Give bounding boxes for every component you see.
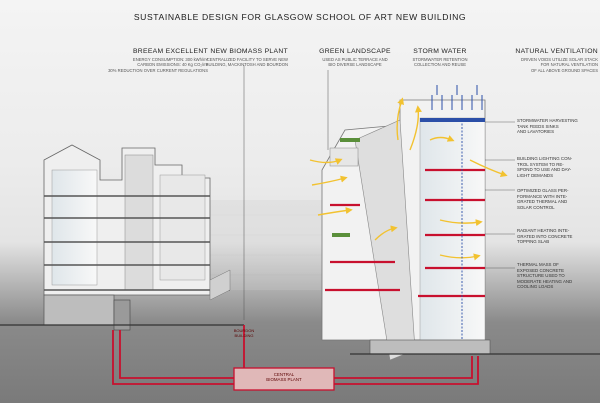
label-storm-water: STORM WATER STORMWATER RETENTION COLLECT… [412,48,468,68]
ventilation-arrows [309,97,508,261]
biomass-plant-box [233,367,335,391]
label-green-landscape: GREEN LANDSCAPE USED AS PUBLIC TERRACE A… [319,48,391,68]
label-breeam: BREEAM EXCELLENT ENERGY CONSUMPTION: 300… [108,48,208,73]
annotation-thermal-mass: THERMAL MASS OF EXPOSED CONCRETE STRUCTU… [517,262,573,289]
mackintosh-section [0,144,244,331]
label-natural-ventilation: NATURAL VENTILATION DRIVEN VOIDS UTILIZE… [515,48,598,73]
annotation-radiant-heating: RADIANT HEATING INTE- GRATED INTO CONCRE… [517,228,573,244]
diagram-title: SUSTAINABLE DESIGN FOR GLASGOW SCHOOL OF… [133,12,467,22]
annotation-stormwater-tank: STORMWATER HARVESTING TANK FEEDS SINKS A… [517,118,578,134]
label-bourdon-building: BOURDON BUILDING [233,328,255,338]
label-biomass: NEW BIOMASS PLANT CENTRALIZED FACILITY T… [205,48,288,68]
annotation-lighting-control: BUILDING LIGHTING CON- TROL SYSTEM TO RE… [517,156,573,178]
label-central-biomass-plant: CENTRAL BIOMASS PLANT [266,372,302,382]
new-building-section [321,99,600,361]
heating-pipes [112,325,479,385]
annotation-glass-performance: OPTIMIZED GLASS PER- FORMANCE WITH INTE-… [517,188,569,210]
storm-water-rain [431,85,483,110]
